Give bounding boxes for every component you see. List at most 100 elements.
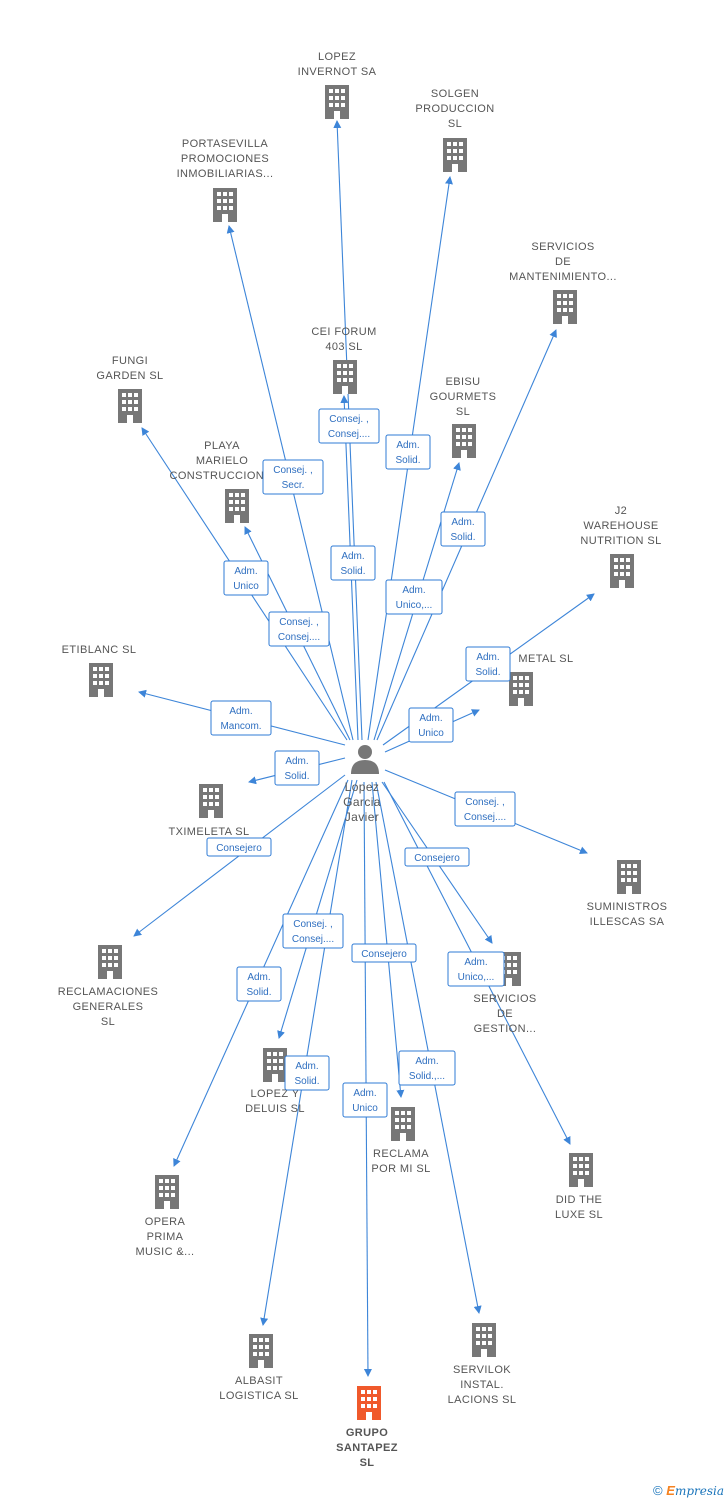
edge-label-text: Consej. , — [293, 919, 332, 930]
edge-label-box — [404, 847, 470, 867]
edge-label-ebisu[interactable]: Adm.Unico,... — [385, 579, 443, 615]
edge-labels-layer: Consej. , Consej.... Adm. Solid. Consej. ,Se… — [206, 408, 516, 1118]
building-icon — [569, 1153, 593, 1187]
edge-label-servicios-mant[interactable]: Adm.Solid. — [440, 511, 486, 547]
company-label: OPERA — [145, 1216, 186, 1228]
company-node-metal[interactable]: METAL SL — [509, 653, 574, 706]
building-icon — [98, 945, 122, 979]
edge-label-text: Adm. — [295, 1061, 318, 1072]
company-label: SERVICIOS — [531, 241, 594, 253]
company-node-servicios-mant[interactable]: SERVICIOSDEMANTENIMIENTO... — [509, 241, 617, 324]
edge-servilok — [375, 781, 482, 1314]
building-icon — [213, 188, 237, 222]
company-label: J2 — [615, 505, 627, 517]
building-icon — [357, 1386, 381, 1420]
edge-label-lopez-deluis[interactable]: Consej. ,Consej.... — [282, 913, 344, 949]
company-label: PLAYA — [204, 440, 240, 452]
edge-label-text: Consej.... — [278, 632, 320, 643]
company-label: PORTASEVILLA — [182, 138, 269, 150]
edge-label-playa[interactable]: Consej. , Consej.... — [268, 611, 330, 647]
edge-label-grupo[interactable]: Adm.Unico — [342, 1082, 388, 1118]
company-label: SERVICIOS — [473, 993, 536, 1005]
edge-label-servicios-gest[interactable]: Consejero — [404, 847, 470, 867]
building-icon — [89, 663, 113, 697]
company-label: SANTAPEZ — [336, 1442, 398, 1454]
edge-reclama — [371, 781, 405, 1098]
company-node-tximeleta[interactable]: TXIMELETA SL — [168, 784, 249, 838]
edge-label-text: Adm. — [419, 713, 442, 724]
edge-grupo — [363, 781, 372, 1377]
company-node-portasevilla[interactable]: PORTASEVILLAPROMOCIONESINMOBILIARIAS... — [177, 138, 274, 222]
company-label: DELUIS SL — [245, 1103, 305, 1115]
edge-label-fungi[interactable]: Adm.Unico — [223, 560, 269, 596]
edge-label-text: Consej.... — [464, 812, 506, 823]
edge-label-j2[interactable]: Adm.Solid. — [465, 646, 511, 682]
edge-label-cei-forum[interactable]: Adm.Solid. — [330, 545, 376, 581]
company-label: 403 SL — [325, 341, 362, 353]
company-label: CEI FORUM — [311, 326, 376, 338]
edge-label-text: Consej. , — [279, 617, 318, 628]
edge-label-solgen[interactable]: Adm.Solid. — [385, 434, 431, 470]
edge-label-box — [268, 611, 330, 647]
person-icon — [351, 745, 379, 774]
edge-label-text: Solid. — [294, 1076, 319, 1087]
company-node-cei-forum[interactable]: CEI FORUM 403 SL — [311, 326, 376, 394]
company-label: PRIMA — [147, 1231, 184, 1243]
edge-label-did[interactable]: Adm.Unico,... — [447, 951, 505, 987]
edge-label-reclama[interactable]: Consejero — [351, 943, 417, 963]
building-icon — [325, 85, 349, 119]
edge-label-box — [465, 646, 511, 682]
edge-label-box — [447, 951, 505, 987]
building-icon — [452, 424, 476, 458]
edge-label-box — [440, 511, 486, 547]
company-label: MARIELO — [196, 455, 248, 467]
company-label: SL — [448, 118, 462, 130]
company-node-servicios-gest[interactable]: SERVICIOSDEGESTION... — [473, 952, 536, 1035]
edge-label-opera[interactable]: Adm.Solid. — [236, 966, 282, 1002]
company-label: DE — [497, 1008, 513, 1020]
company-label: SL — [360, 1457, 375, 1469]
company-label: ALBASIT — [235, 1375, 283, 1387]
edge-label-text: Solid. — [340, 566, 365, 577]
footer-brand[interactable]: © Empresia — [653, 1483, 724, 1498]
edge-label-box — [223, 560, 269, 596]
company-label: METAL SL — [518, 653, 573, 665]
edge-label-text: Solid.,... — [409, 1071, 445, 1082]
edge-label-box — [351, 943, 417, 963]
edge-label-lopez-invernot[interactable]: Consej. ,Consej.... — [318, 408, 380, 444]
edge-label-box — [342, 1082, 388, 1118]
edge-label-suministros[interactable]: Consej. ,Consej.... — [454, 791, 516, 827]
building-icon — [610, 554, 634, 588]
edge-label-portasevilla[interactable]: Consej. ,Secr. — [262, 459, 324, 495]
edge-label-box — [210, 700, 272, 736]
company-node-playa[interactable]: PLAYAMARIELOCONSTRUCCION... — [170, 440, 275, 523]
edge-label-text: Adm. — [234, 566, 257, 577]
edge-label-reclamaciones[interactable]: Consejero — [206, 837, 272, 857]
edge-label-box — [385, 434, 431, 470]
copyright-symbol: © — [653, 1483, 663, 1498]
edge-label-servilok[interactable]: Adm.Solid.,... — [398, 1050, 456, 1086]
edge-label-albasit[interactable]: Adm. Solid. — [284, 1055, 330, 1091]
edge-label-tximeleta[interactable]: Adm.Solid. — [274, 750, 320, 786]
edge-label-text: Mancom. — [220, 721, 261, 732]
company-node-etiblanc[interactable]: ETIBLANC SL — [62, 644, 137, 697]
edge-label-etiblanc[interactable]: Adm.Mancom. — [210, 700, 272, 736]
edge-label-metal[interactable]: Adm.Unico — [408, 707, 454, 743]
company-label: SOLGEN — [431, 88, 479, 100]
brand-logo-text: mpresia — [674, 1484, 724, 1498]
